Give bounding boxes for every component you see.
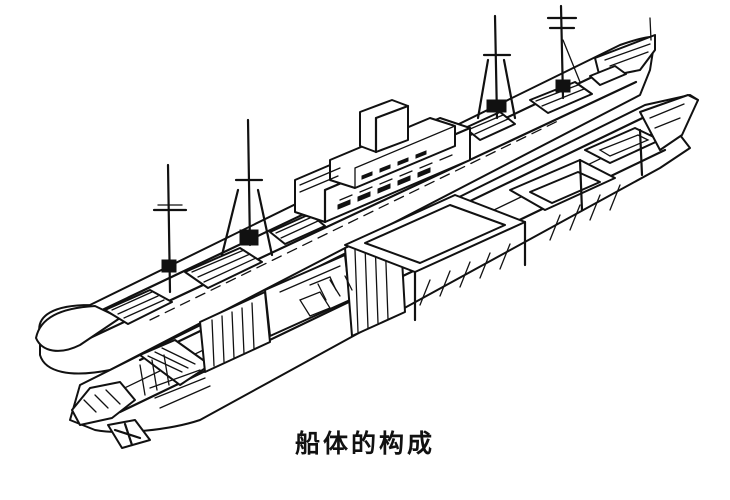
- bridge-superstructure: [294, 99, 472, 224]
- deck-cargo-hatches: [104, 65, 627, 325]
- figure-caption: 船体的构成: [294, 429, 435, 458]
- lower-hull-structure: [69, 94, 699, 449]
- cargo-masts-and-derricks: [152, 4, 652, 294]
